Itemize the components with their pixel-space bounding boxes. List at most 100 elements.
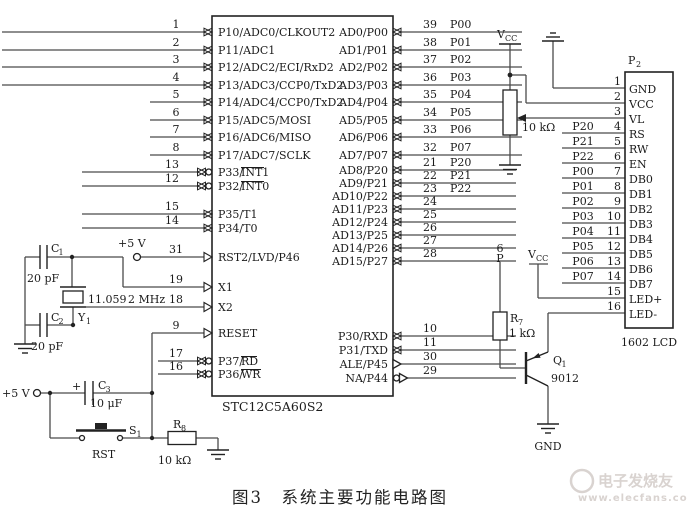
c1-ref: C [51, 242, 59, 255]
pin-label: AD12/P24 [331, 216, 388, 229]
lcd-net-label: P03 [572, 210, 593, 223]
pin-number: 15 [165, 200, 179, 213]
pin-label-overline: INT1 [241, 166, 269, 179]
pin-label: P30/RXD [338, 330, 388, 343]
pin-number: 31 [169, 243, 183, 256]
lcd-net-label: P04 [572, 225, 593, 238]
lcd-pin-name: DB4 [629, 233, 653, 246]
r8-value: 10 kΩ [158, 454, 191, 467]
mcu-right-pins-p2: AD8/P20 21 P20 AD9/P21 22 P21 AD10/P22 2… [331, 156, 471, 268]
mcu-left-pins: 1 P10/ADC0/CLKOUT2 2 P11/ADC1 3 P12/ADC2… [165, 18, 343, 381]
pin-number: 17 [169, 347, 183, 360]
lcd-pin-name: DB2 [629, 203, 653, 216]
pin-number: 13 [165, 158, 179, 171]
lcd-pin-name: RW [629, 143, 649, 156]
potentiometer-wiper-arrow [517, 114, 526, 122]
net-label: P00 [450, 18, 471, 31]
pin-number: 4 [173, 71, 180, 84]
pin-number: 5 [173, 88, 180, 101]
lcd-pin-number: 9 [614, 195, 621, 208]
mcu-part-number: STC12C5A60S2 [222, 399, 323, 414]
lcd-pin-number: 10 [607, 210, 621, 223]
pin-label: AD9/P21 [338, 177, 388, 190]
pin-number: 34 [423, 106, 437, 119]
q1-part: 9012 [551, 372, 579, 385]
pin-label: P10/ADC0/CLKOUT2 [218, 26, 335, 39]
lcd-pin-number: 8 [614, 180, 621, 193]
pin-number: 29 [423, 364, 437, 377]
plus5v-label-bottom: +5 V [2, 387, 31, 400]
lcd-power-circuit: V CC 10 kΩ [496, 28, 564, 175]
pin-label: P31/TXD [339, 344, 388, 357]
pin-number: 7 [173, 123, 180, 136]
pin-label-overline: WR [241, 368, 261, 381]
pin-number: 1 [173, 18, 180, 31]
lcd-net-label: P05 [572, 240, 593, 253]
lcd-pin-number: 15 [607, 285, 621, 298]
lcd-ref-sub: 2 [636, 60, 641, 69]
pin-label: AD0/P00 [338, 26, 388, 39]
lcd-pin-number: 1 [614, 75, 621, 88]
pin-markers [197, 27, 409, 384]
lcd-net-label: P01 [572, 180, 593, 193]
mcu-right-pins-p0: AD0/P00 39 P00 AD1/P01 38 P01 AD2/P02 37… [338, 18, 471, 162]
lcd-net-label: P22 [572, 150, 593, 163]
pin-label: AD4/P04 [338, 96, 388, 109]
r7-value: 1 kΩ [509, 327, 535, 340]
y1-ref-sub: 1 [86, 317, 91, 326]
lcd-pin-number: 5 [614, 135, 621, 148]
lcd-net-label: P00 [572, 165, 593, 178]
net-label: P22 [450, 182, 471, 195]
s1-ref: S [129, 424, 137, 437]
pin-number: 32 [423, 141, 437, 154]
crystal-freq-right: 2 MHz [128, 293, 165, 306]
plus5v-terminal [132, 252, 142, 262]
lcd-pin-name: DB7 [629, 278, 653, 291]
lcd-pin-name: RS [629, 128, 645, 141]
lcd-pin-name: DB0 [629, 173, 653, 186]
lcd-pin-name: VCC [628, 98, 654, 111]
lcd-pin-name: VL [628, 113, 645, 126]
plus5v-terminal-bottom [32, 388, 42, 398]
net-label: P04 [450, 88, 471, 101]
c1-value: 20 pF [27, 272, 60, 285]
lcd-pin-number: 2 [614, 90, 621, 103]
pin-number: 35 [423, 88, 437, 101]
q1-ref: Q [553, 354, 562, 367]
pin-label: AD10/P22 [331, 190, 388, 203]
r7-ref: R [510, 312, 519, 325]
vcc-label: V [496, 28, 506, 41]
mcu-outline [211, 15, 394, 397]
pin-label: NA/P44 [345, 372, 388, 385]
pot-value: 10 kΩ [522, 121, 555, 134]
vcc-label-sub: CC [505, 34, 517, 43]
net-label-vert-top: 6 [497, 242, 504, 255]
c3-polarity: + [72, 380, 81, 393]
crystal-body [62, 290, 84, 304]
vcc2-label: V [527, 248, 537, 261]
lcd-pin-number: 12 [607, 240, 621, 253]
pin-number: 24 [423, 195, 437, 208]
pin-label: AD5/P05 [338, 114, 388, 127]
pin-label: RESET [218, 327, 258, 340]
lcd-pin-number: 14 [607, 270, 621, 283]
y1-ref: Y [77, 311, 86, 324]
pin-label: AD3/P03 [338, 79, 388, 92]
net-label: P21 [450, 169, 471, 182]
net-label: P03 [450, 71, 471, 84]
net-label: P01 [450, 36, 471, 49]
lcd-pin-number: 13 [607, 255, 621, 268]
pin-number: 37 [423, 53, 437, 66]
q1-ref-sub: 1 [562, 360, 567, 369]
pin-number: 10 [423, 322, 437, 335]
pin-label: P12/ADC2/ECI/RxD2 [218, 61, 334, 74]
pin-label: AD11/P23 [331, 203, 388, 216]
oscillator-circuit: C 1 20 pF C 2 20 pF Y 1 11.059 2 MHz +5 … [14, 237, 165, 354]
r8-ref: R [173, 418, 182, 431]
pin-label: AD15/P27 [331, 255, 388, 268]
pin-number: 21 [423, 156, 437, 169]
pin-number: 16 [169, 360, 183, 373]
pin-number: 36 [423, 71, 437, 84]
crystal-freq-left: 11.059 [88, 293, 127, 306]
